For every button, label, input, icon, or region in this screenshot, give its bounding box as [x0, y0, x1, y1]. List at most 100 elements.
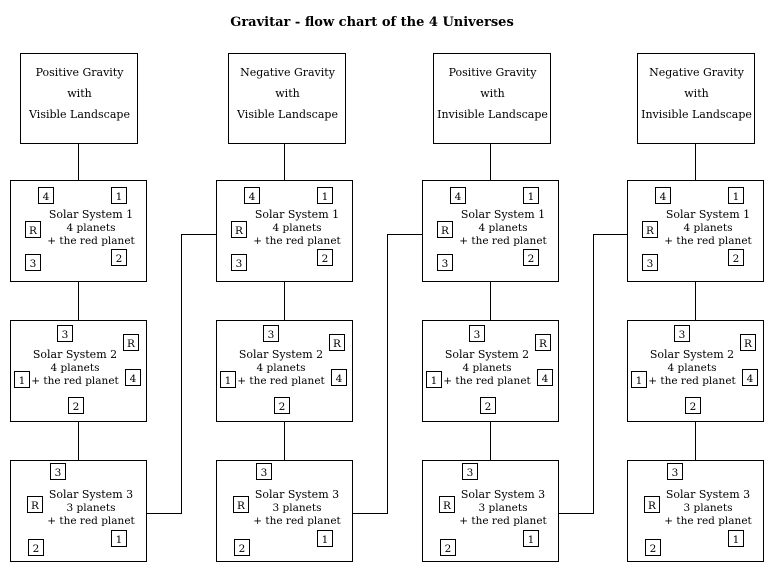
solar-system-red: + the red planet	[648, 375, 736, 387]
planet-marker-label: R	[333, 338, 342, 350]
planet-marker-label: 4	[542, 373, 549, 385]
planet-marker-box	[25, 221, 41, 238]
universe-link-line	[352, 234, 422, 514]
universe-label: Invisible Landscape	[437, 108, 548, 121]
chart-title: Gravitar - flow chart of the 4 Universes	[230, 15, 514, 30]
planet-marker-label: 3	[672, 467, 679, 479]
universe-label: with	[480, 87, 504, 100]
planet-marker-label: R	[443, 500, 452, 512]
planet-marker-label: 3	[30, 258, 37, 270]
planet-marker-label: 1	[225, 375, 232, 387]
universe-label: with	[275, 87, 299, 100]
planet-marker-box	[231, 221, 247, 238]
planet-marker-box	[644, 496, 660, 513]
planet-marker-box	[50, 463, 66, 480]
universe-box	[433, 53, 551, 144]
universe-link-line	[146, 234, 216, 514]
solar-system-red: + the red planet	[443, 375, 531, 387]
solar-system-red: + the red planet	[237, 375, 325, 387]
planet-marker-label: R	[237, 500, 246, 512]
solar-system-planets: 4 planets	[684, 222, 733, 234]
planet-marker-label: 3	[261, 467, 268, 479]
solar-system-red: + the red planet	[47, 515, 135, 527]
planet-marker-box	[685, 397, 701, 414]
planet-marker-box	[123, 334, 139, 351]
planet-marker-box	[317, 530, 333, 547]
solar-system-name: Solar System 1	[49, 208, 133, 221]
planet-marker-box	[645, 539, 661, 556]
planet-marker-box	[537, 369, 553, 386]
solar-system-planets: 3 planets	[684, 502, 733, 514]
planet-marker-box	[125, 369, 141, 386]
planet-marker-label: 2	[239, 543, 246, 555]
planet-marker-box	[480, 397, 496, 414]
solar-system-name: Solar System 2	[239, 348, 323, 361]
universe-link-line	[558, 234, 627, 514]
solar-system-red: + the red planet	[664, 235, 752, 247]
planet-marker-box	[68, 397, 84, 414]
planet-marker-box	[28, 539, 44, 556]
planet-marker-box	[523, 530, 539, 547]
planet-marker-box	[437, 221, 453, 238]
planet-marker-box	[740, 334, 756, 351]
solar-system-red: + the red planet	[47, 235, 135, 247]
planet-marker-box	[642, 221, 658, 238]
planet-marker-label: 4	[747, 373, 754, 385]
planet-marker-box	[523, 249, 539, 266]
planet-marker-label: 2	[650, 543, 657, 555]
planet-marker-label: 1	[528, 534, 535, 546]
planet-marker-label: R	[744, 338, 753, 350]
planet-marker-box	[631, 371, 647, 388]
planet-marker-box	[469, 325, 485, 342]
solar-system-red: + the red planet	[253, 515, 341, 527]
planet-marker-box	[450, 187, 466, 204]
universe-label: Negative Gravity	[649, 66, 745, 79]
planet-marker-label: 2	[279, 401, 286, 413]
planet-marker-box	[742, 369, 758, 386]
solar-system-name: Solar System 2	[33, 348, 117, 361]
solar-system-name: Solar System 3	[461, 488, 545, 501]
solar-system-red: + the red planet	[459, 235, 547, 247]
planet-marker-label: R	[539, 338, 548, 350]
planet-marker-label: 2	[116, 253, 123, 265]
planet-marker-box	[256, 463, 272, 480]
solar-system-name: Solar System 2	[650, 348, 734, 361]
planet-marker-label: 2	[322, 253, 329, 265]
planet-marker-label: 4	[130, 373, 137, 385]
universe-label: Negative Gravity	[240, 66, 336, 79]
planet-marker-label: 1	[528, 191, 535, 203]
planet-marker-label: R	[29, 225, 38, 237]
planet-marker-label: 2	[33, 543, 40, 555]
planet-marker-box	[27, 496, 43, 513]
solar-system-planets: 3 planets	[479, 502, 528, 514]
solar-system-planets: 4 planets	[67, 222, 116, 234]
planet-marker-label: 2	[485, 401, 492, 413]
universe-box	[20, 53, 138, 144]
solar-system-planets: 3 planets	[273, 502, 322, 514]
planet-marker-label: 1	[116, 534, 123, 546]
universe-label: Invisible Landscape	[641, 108, 752, 121]
planet-marker-box	[14, 371, 30, 388]
solar-system-name: Solar System 3	[49, 488, 133, 501]
planet-marker-label: R	[648, 500, 657, 512]
solar-system-red: + the red planet	[664, 515, 752, 527]
planet-marker-box	[331, 369, 347, 386]
solar-system-red: + the red planet	[31, 375, 119, 387]
planet-marker-label: 1	[322, 534, 329, 546]
planet-marker-box	[233, 496, 249, 513]
planet-marker-box	[111, 249, 127, 266]
planet-marker-box	[329, 334, 345, 351]
solar-system-planets: 4 planets	[463, 362, 512, 374]
planet-marker-label: R	[235, 225, 244, 237]
planet-marker-box	[244, 187, 260, 204]
planet-marker-label: 3	[55, 467, 62, 479]
planet-marker-box	[263, 325, 279, 342]
planet-marker-label: 4	[336, 373, 343, 385]
solar-system-planets: 4 planets	[273, 222, 322, 234]
planet-marker-label: 3	[647, 258, 654, 270]
planet-marker-box	[667, 463, 683, 480]
planet-marker-box	[437, 254, 453, 271]
solar-system-planets: 4 planets	[51, 362, 100, 374]
